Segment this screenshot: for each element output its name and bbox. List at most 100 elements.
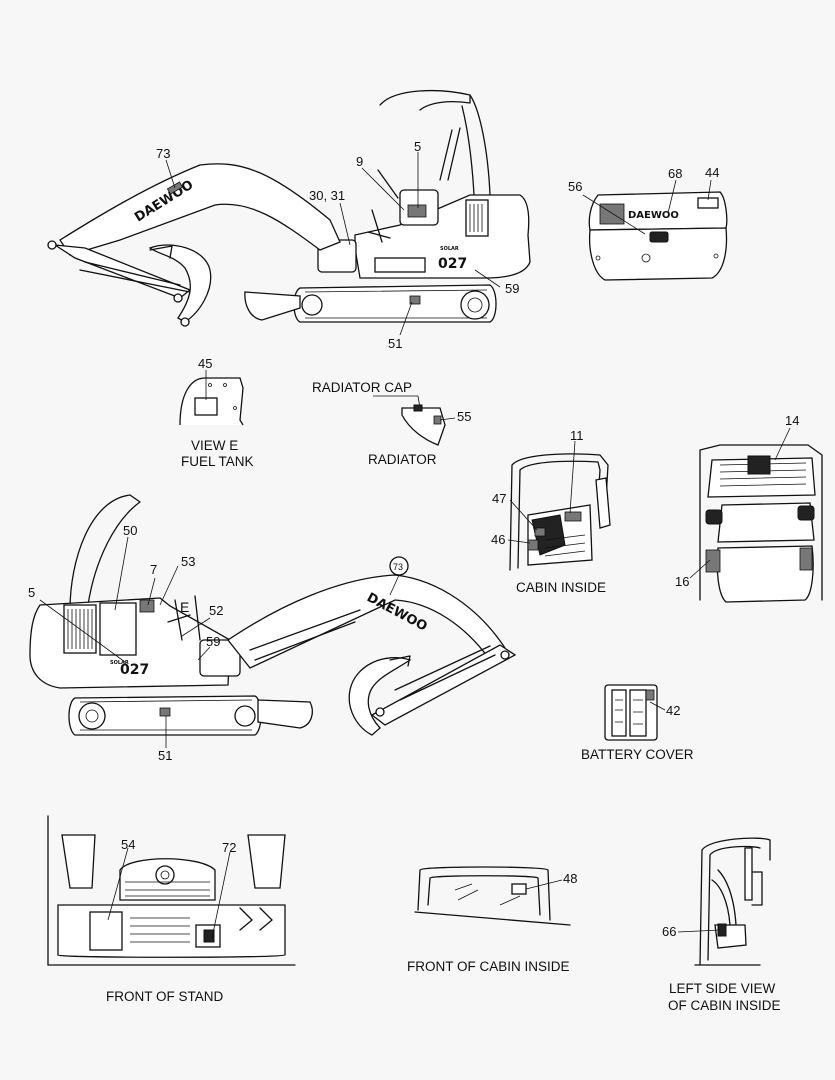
radiator-cap — [413, 404, 423, 412]
caption-cabin-inside: CABIN INSIDE — [516, 580, 607, 595]
engine-hood — [99, 602, 137, 656]
side-panel — [374, 257, 426, 273]
callout-72: 72 — [222, 840, 237, 855]
decal-14 — [747, 455, 771, 475]
decal-47 — [534, 527, 546, 537]
svg-text:SOLAR: SOLAR — [110, 660, 129, 666]
decal-56 — [599, 203, 625, 225]
seat-back-panel: DAEWOO — [582, 179, 728, 281]
rear-panel — [707, 457, 816, 498]
sprocket — [460, 290, 490, 320]
boom — [59, 163, 341, 256]
operator-area-view — [689, 427, 823, 603]
radiator-view — [373, 395, 456, 446]
callout-68: 68 — [668, 166, 683, 181]
callout-73: 73 — [156, 146, 171, 161]
callout-54: 54 — [121, 837, 136, 852]
callout-73-text: 73 — [393, 562, 403, 572]
excavator-left-view: 027 SOLAR DAEWOO — [47, 89, 531, 327]
leaders-top — [165, 152, 501, 336]
callout-51-bottom: 51 — [158, 748, 173, 763]
callout-66: 66 — [662, 924, 677, 939]
battery-cover-view — [604, 684, 666, 741]
canopy-rear-post — [469, 94, 491, 196]
callout-51-top: 51 — [388, 336, 403, 351]
radiator — [401, 407, 446, 446]
callout-56: 56 — [568, 179, 583, 194]
sprocket-bottom — [78, 702, 106, 730]
callout-48: 48 — [563, 871, 578, 886]
view-e-arrow-label: E — [180, 599, 189, 615]
callout-59-bottom: 59 — [206, 634, 221, 649]
boom-cylinder-bottom — [249, 609, 361, 661]
caption-radiator: RADIATOR — [368, 452, 437, 467]
decal-55 — [433, 415, 442, 425]
callout-46: 46 — [491, 532, 506, 547]
decal-5-top — [407, 204, 427, 218]
decal-45 — [194, 397, 218, 416]
cabin-frame — [509, 453, 609, 571]
canopy-top — [379, 89, 471, 111]
callout-59-top: 59 — [505, 281, 520, 296]
callout-42: 42 — [666, 703, 681, 718]
idler — [301, 294, 323, 316]
arm-cylinder — [79, 261, 191, 293]
decal-7 — [139, 599, 155, 613]
caption-of-cabin-inside: OF CABIN INSIDE — [668, 998, 781, 1013]
caption-left-side-view: LEFT SIDE VIEW — [669, 981, 776, 996]
decal-11 — [564, 511, 582, 522]
decal-54 — [89, 911, 123, 951]
callout-55: 55 — [457, 409, 472, 424]
callout-47: 47 — [492, 491, 507, 506]
callout-52: 52 — [209, 603, 224, 618]
cabin-windshield-frame — [417, 866, 551, 921]
decal-48 — [511, 883, 527, 895]
left-post — [61, 834, 96, 889]
callout-50: 50 — [123, 523, 138, 538]
callout-44: 44 — [705, 165, 720, 180]
right-post — [247, 834, 286, 889]
caption-fuel-tank: FUEL TANK — [181, 454, 254, 469]
front-of-stand-view — [47, 815, 296, 966]
decal-72 — [203, 929, 215, 943]
side-louver — [465, 199, 489, 237]
callout-5-top: 5 — [414, 139, 422, 154]
caption-front-of-cabin-inside: FRONT OF CABIN INSIDE — [407, 959, 570, 974]
caption-radiator-cap: RADIATOR CAP — [312, 380, 413, 395]
dozer-blade-bottom — [257, 699, 313, 729]
brand-decal-panel: DAEWOO — [628, 210, 679, 221]
caption-battery-cover: BATTERY COVER — [581, 747, 694, 762]
callout-45: 45 — [198, 356, 213, 371]
cabin-side-frame — [699, 837, 771, 966]
excavator-right-view: 027 SOLAR E DAEWOO 73 — [29, 494, 517, 736]
cabin-inside-view — [507, 440, 611, 571]
front-of-cabin-inside-view — [414, 866, 571, 926]
left-side-cabin-view — [677, 837, 771, 966]
levers-bottom — [167, 595, 201, 641]
callout-5-bottom: 5 — [28, 585, 36, 600]
callout-14: 14 — [785, 413, 800, 428]
model-decal-bottom: 027 — [120, 662, 149, 678]
caption-view-e: VIEW E — [191, 438, 239, 453]
decal-51-top — [409, 295, 421, 305]
callout-9: 9 — [356, 154, 364, 169]
caption-front-of-stand: FRONT OF STAND — [106, 989, 224, 1004]
panel-handle — [649, 231, 669, 243]
arm-bottom — [370, 644, 517, 726]
model-decal-top: 027 — [438, 256, 467, 272]
decal-16 — [705, 549, 721, 573]
boom-bottom — [227, 574, 506, 669]
dozer-blade — [244, 291, 301, 321]
panel-bottom — [588, 227, 728, 281]
decal-46 — [527, 539, 539, 551]
operator-frame — [699, 444, 823, 601]
svg-text:SOLAR: SOLAR — [440, 246, 459, 252]
callout-30-31: 30, 31 — [309, 188, 346, 203]
decal-42 — [645, 689, 655, 701]
seat-top — [717, 502, 815, 543]
callout-7: 7 — [150, 562, 158, 577]
seat-cushion — [716, 545, 814, 603]
fuel-tank-view — [179, 370, 244, 426]
leaders-bottom — [39, 536, 211, 748]
